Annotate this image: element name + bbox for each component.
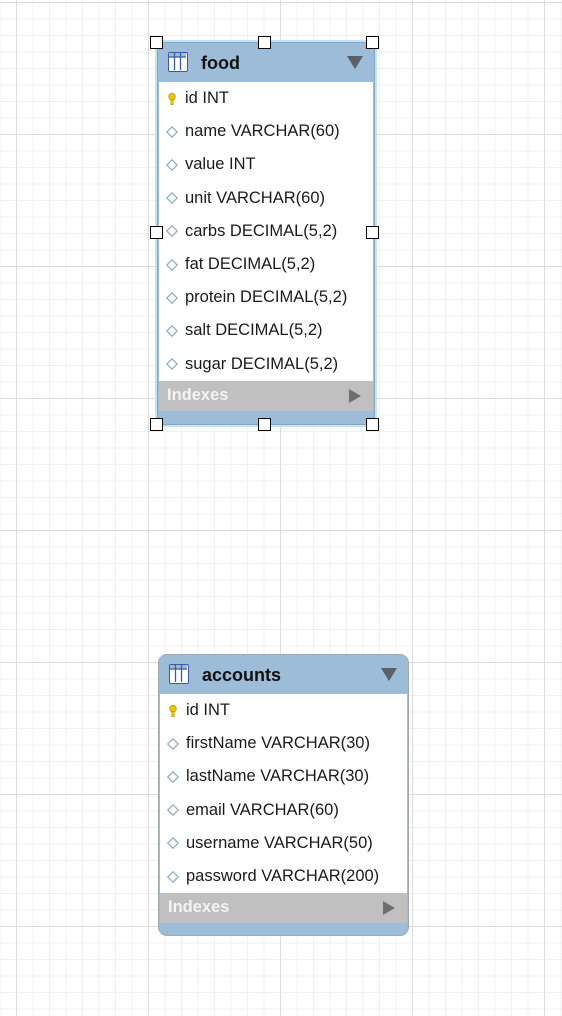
column-label: name VARCHAR(60) <box>185 122 340 141</box>
column-row[interactable]: protein DECIMAL(5,2) <box>159 281 373 314</box>
column-label: protein DECIMAL(5,2) <box>185 288 348 307</box>
indexes-label: Indexes <box>167 385 229 404</box>
table-title: accounts <box>202 665 282 685</box>
column-row[interactable]: email VARCHAR(60) <box>160 794 407 827</box>
resize-handle-bottom-right[interactable] <box>366 418 379 431</box>
column-row[interactable]: username VARCHAR(50) <box>160 827 407 860</box>
resize-handle-top-right[interactable] <box>366 36 379 49</box>
triangle-down-icon[interactable] <box>381 668 397 681</box>
indexes-bar[interactable]: Indexes <box>160 893 407 924</box>
table-title: food <box>201 53 240 73</box>
column-label: email VARCHAR(60) <box>186 800 339 819</box>
column-label: password VARCHAR(200) <box>186 866 380 885</box>
column-row[interactable]: name VARCHAR(60) <box>159 115 373 148</box>
resize-handle-right[interactable] <box>366 226 379 239</box>
column-label: value INT <box>185 155 256 174</box>
column-row[interactable]: lastName VARCHAR(30) <box>160 760 407 793</box>
column-label: lastName VARCHAR(30) <box>186 767 370 786</box>
table-grid-icon <box>168 52 188 72</box>
table-header[interactable]: accounts <box>159 655 408 693</box>
column-row[interactable]: fat DECIMAL(5,2) <box>159 248 373 281</box>
resize-handle-left[interactable] <box>150 226 163 239</box>
column-row[interactable]: unit VARCHAR(60) <box>159 182 373 215</box>
table-header[interactable]: food <box>158 43 374 81</box>
triangle-right-icon[interactable] <box>383 901 395 916</box>
column-label: username VARCHAR(50) <box>186 833 373 852</box>
column-list: id INT name VARCHAR(60) value INT unit VARC… <box>159 82 373 381</box>
column-row[interactable]: password VARCHAR(200) <box>160 860 407 893</box>
resize-handle-bottom[interactable] <box>258 418 271 431</box>
column-label: sugar DECIMAL(5,2) <box>185 354 339 373</box>
column-label: carbs DECIMAL(5,2) <box>185 221 338 240</box>
column-row[interactable]: sugar DECIMAL(5,2) <box>159 348 373 381</box>
column-row[interactable]: value INT <box>159 148 373 181</box>
resize-handle-top[interactable] <box>258 36 271 49</box>
column-row[interactable]: id INT <box>160 694 407 727</box>
resize-handle-top-left[interactable] <box>150 36 163 49</box>
column-label: firstName VARCHAR(30) <box>186 734 370 753</box>
column-list: id INT firstName VARCHAR(30) lastName VARC… <box>160 694 407 894</box>
table-food[interactable]: food id INT name VARCHAR(60) value INT unit… <box>157 42 375 425</box>
indexes-bar[interactable]: Indexes <box>159 380 373 411</box>
column-row[interactable]: salt DECIMAL(5,2) <box>159 314 373 347</box>
column-row[interactable]: carbs DECIMAL(5,2) <box>159 215 373 248</box>
triangle-right-icon[interactable] <box>349 388 361 403</box>
triangle-down-icon[interactable] <box>347 56 363 69</box>
table-accounts[interactable]: accounts id INT firstName VARCHAR(30) last… <box>158 654 409 936</box>
column-row[interactable]: firstName VARCHAR(30) <box>160 727 407 760</box>
indexes-label: Indexes <box>168 898 230 917</box>
column-label: id INT <box>186 701 231 719</box>
column-label: unit VARCHAR(60) <box>185 188 325 207</box>
column-label: fat DECIMAL(5,2) <box>185 254 316 273</box>
column-label: id INT <box>185 89 230 107</box>
column-label: salt DECIMAL(5,2) <box>185 321 323 340</box>
resize-handle-bottom-left[interactable] <box>150 418 163 431</box>
column-row[interactable]: id INT <box>159 82 373 115</box>
table-grid-icon <box>169 664 189 684</box>
